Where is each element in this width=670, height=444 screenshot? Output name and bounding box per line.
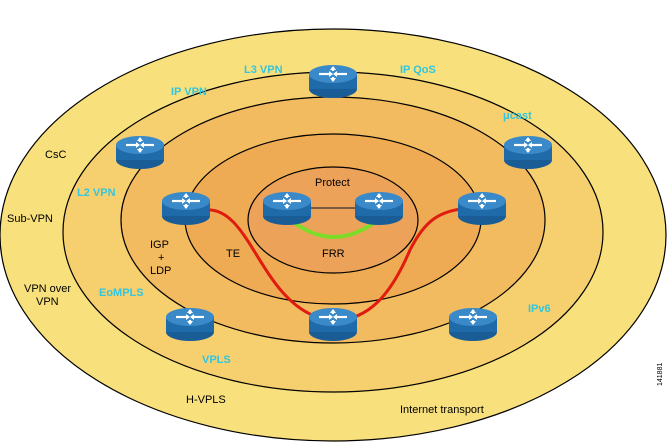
router-icon [353,190,405,227]
label-vpnover-2: VPN [36,296,59,308]
router-icon [307,63,359,100]
router-icon [261,190,313,227]
figure-id: 141881 [657,363,664,386]
label-l2vpn: L2 VPN [77,187,116,199]
label-mcast: μcast [503,110,532,122]
label-hvpls: H-VPLS [186,394,226,406]
label-l3vpn: L3 VPN [244,64,283,76]
label-te: TE [226,248,240,260]
router-icon [160,190,212,227]
label-ipv6: IPv6 [528,303,551,315]
label-igp: IGP [150,239,169,251]
router-icon [164,306,216,343]
router-icon [456,190,508,227]
router-icon [114,134,166,171]
label-ipqos: IP QoS [400,64,436,76]
frr-path [286,216,382,239]
label-csc: CsC [45,149,66,161]
te-path [204,206,471,322]
router-icon [447,306,499,343]
label-ldp: LDP [150,265,171,277]
label-subvpn: Sub-VPN [7,213,53,225]
label-frr: FRR [322,248,345,260]
label-plus: + [158,252,164,264]
label-protect: Protect [315,177,350,189]
label-internet: Internet transport [400,404,484,416]
label-vpnover-1: VPN over [24,283,71,295]
label-vpls: VPLS [202,354,231,366]
router-icon [307,306,359,343]
router-icon [502,134,554,171]
label-ipvpn: IP VPN [171,86,207,98]
label-eompls: EoMPLS [99,287,144,299]
